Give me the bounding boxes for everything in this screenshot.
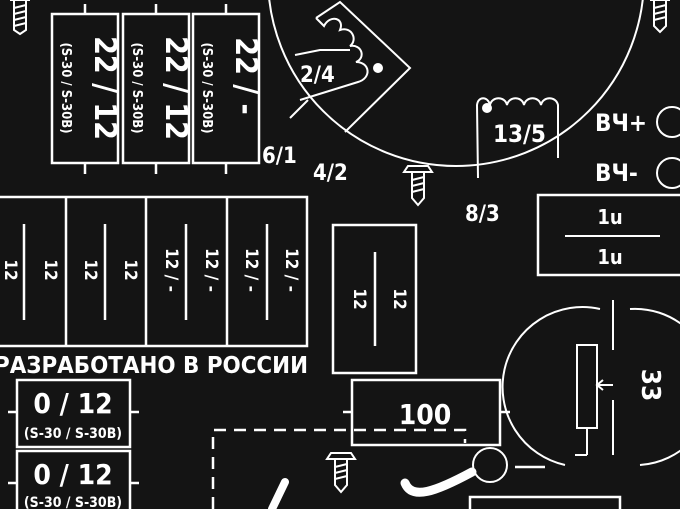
bottom-box (468, 495, 622, 509)
fuse-type: (S-30 / S-30B) (24, 426, 122, 442)
coil-label: 2/4 (300, 63, 335, 88)
fuse-box-top-2: 22 / 12 (S-30 / S-30B) (121, 4, 193, 174)
fuse-value: 0 / 12 (33, 387, 112, 420)
fuse-type: (S-30 / S-30B) (129, 42, 144, 133)
center-switch-block: 12 12 (331, 223, 418, 375)
switch-label: 12 / - (241, 248, 261, 292)
resistor-100: 100 (343, 378, 510, 447)
transformer-outline (268, 0, 644, 167)
fuse-box-bottom-1: 0 / 12 (S-30 / S-30B) (8, 378, 139, 449)
fuse-box-top-1: 22 / 12 (S-30 / S-30B) (50, 4, 122, 174)
hf-minus-label: ВЧ- (595, 159, 638, 187)
switch-lever (268, 478, 289, 509)
pin-label: 4/2 (313, 161, 348, 186)
fuse-box-bottom-2: 0 / 12 (S-30 / S-30B) (8, 449, 139, 509)
coil-13-5: 13/5 (475, 97, 559, 179)
screw-icon (10, 0, 30, 36)
switch-label: 12 (40, 259, 60, 280)
resistor-value: 100 (399, 398, 452, 431)
made-in-russia-label: РАЗРАБОТАНО В РОССИИ (0, 353, 308, 379)
capacitor-top: 1u (597, 205, 622, 229)
screw-icon (402, 165, 434, 207)
potentiometer: 33 (501, 300, 680, 466)
fuse-type: (S-30 / S-30B) (199, 42, 214, 133)
switch-label: 12 / - (281, 248, 301, 292)
test-point-circle (472, 447, 508, 483)
dashed-outline (211, 428, 467, 509)
coil-label: 13/5 (493, 120, 546, 148)
switch-label: 12 (0, 259, 20, 280)
capacitor-box: 1u 1u (536, 193, 680, 277)
switch-label: 12 / - (201, 248, 221, 292)
jumper-wire (400, 467, 477, 497)
screw-icon (650, 0, 670, 34)
switch-label: 12 (389, 288, 409, 309)
hf-minus-terminal (656, 157, 680, 189)
switch-block-row: 12 12 12 12 12 / - 12 / - 12 / - 12 / - (0, 195, 309, 348)
pin-label: 8/3 (465, 202, 500, 227)
coil-2-4: 2/4 (289, 0, 412, 133)
fuse-value: 0 / 12 (33, 458, 112, 491)
switch-label: 12 (80, 259, 100, 280)
fuse-type: (S-30 / S-30B) (24, 495, 122, 509)
switch-label: 12 / - (161, 248, 181, 292)
fuse-value: 22 / - (228, 37, 263, 114)
fuse-type: (S-30 / S-30B) (58, 42, 73, 133)
fuse-value: 22 / 12 (158, 36, 193, 140)
fuse-box-top-3: 22 / - (S-30 / S-30B) (191, 4, 263, 174)
fuse-value: 22 / 12 (87, 36, 122, 140)
screw-icon (325, 452, 357, 494)
switch-label: 12 (349, 288, 369, 309)
pin-label: 6/1 (262, 144, 297, 169)
capacitor-bottom: 1u (597, 245, 622, 269)
potentiometer-value: 33 (635, 369, 665, 402)
hf-plus-terminal (656, 106, 680, 138)
hf-plus-label: ВЧ+ (595, 109, 647, 137)
switch-label: 12 (120, 259, 140, 280)
